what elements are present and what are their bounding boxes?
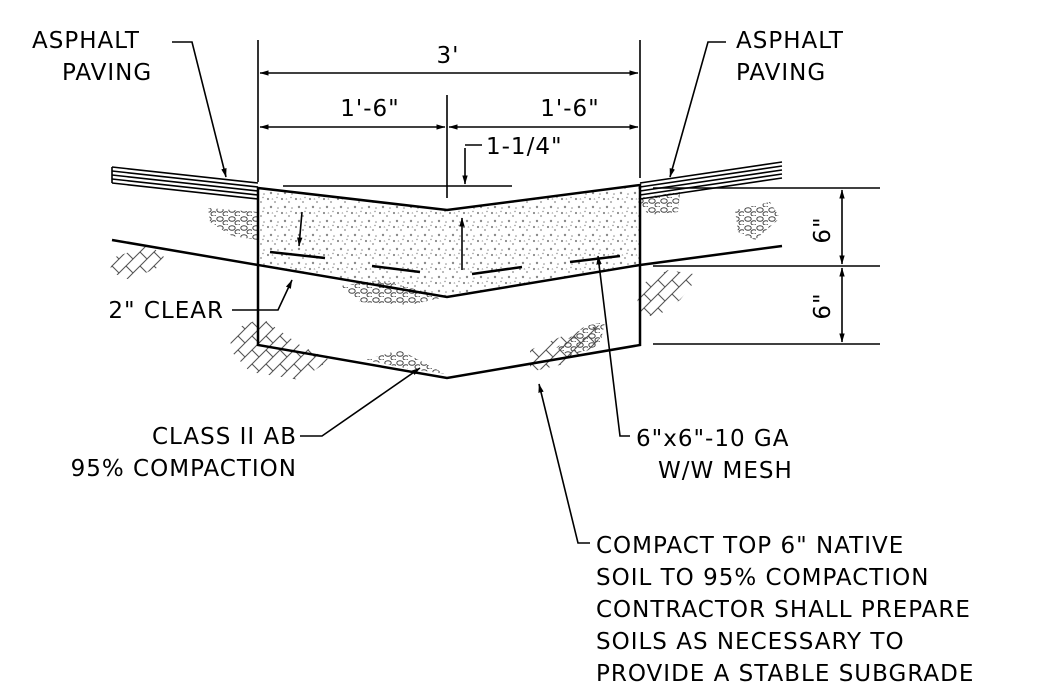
- asphalt-left-label-line2: PAVING: [62, 60, 152, 86]
- subgrade-line-right: [639, 244, 783, 267]
- aggregate-base-gravel: [208, 192, 780, 374]
- native-soil-note-line2: SOIL TO 95% COMPACTION: [596, 565, 929, 591]
- subgrade-line-left: [111, 238, 259, 267]
- asphalt-paving-right: [639, 161, 783, 200]
- mesh-callout: 6"x6"-10 GA W/W MESH: [596, 255, 793, 484]
- aggregate-base-label-line2: 95% COMPACTION: [71, 456, 297, 482]
- extension-lines: [257, 40, 880, 345]
- asphalt-left-label-line1: ASPHALT: [32, 28, 140, 54]
- dimension-total-width: 3': [259, 43, 639, 76]
- dimension-half-left-label: 1'-6": [340, 96, 399, 122]
- dimension-depression: 1-1/4": [459, 134, 563, 270]
- dimension-half-right-label: 1'-6": [540, 96, 599, 122]
- clear-cover-label: 2" CLEAR: [108, 298, 224, 324]
- dimension-slab-depth-label: 6": [810, 216, 836, 243]
- welded-wire-mesh: [269, 250, 621, 276]
- native-soil-note-line5: PROVIDE A STABLE SUBGRADE: [596, 661, 974, 687]
- native-soil-note-line3: CONTRACTOR SHALL PREPARE: [596, 597, 971, 623]
- mesh-label-line2: W/W MESH: [658, 458, 793, 484]
- asphalt-right-callout: ASPHALT PAVING: [669, 28, 844, 178]
- native-soil-note-line1: COMPACT TOP 6" NATIVE: [596, 533, 904, 559]
- native-soil-note-line4: SOILS AS NECESSARY TO: [596, 629, 905, 655]
- dimension-depths: 6" 6": [810, 189, 845, 343]
- dimension-total-label: 3': [437, 43, 460, 69]
- asphalt-paving-left: [111, 166, 259, 200]
- dimension-half-widths: 1'-6" 1'-6": [259, 96, 639, 130]
- aggregate-base-outline: [256, 265, 642, 380]
- asphalt-left-callout: ASPHALT PAVING: [32, 28, 227, 178]
- concrete-gutter-slab: [256, 183, 642, 299]
- dimension-base-depth-label: 6": [810, 292, 836, 319]
- clear-cover-callout: 2" CLEAR: [108, 211, 303, 324]
- aggregate-base-callout: CLASS II AB 95% COMPACTION: [71, 367, 421, 482]
- asphalt-right-label-line2: PAVING: [736, 60, 826, 86]
- asphalt-right-label-line1: ASPHALT: [736, 28, 844, 54]
- aggregate-base-label-line1: CLASS II AB: [152, 424, 297, 450]
- mesh-label-line1: 6"x6"-10 GA: [636, 426, 789, 452]
- dimension-depression-label: 1-1/4": [486, 134, 563, 160]
- native-soil-callout: COMPACT TOP 6" NATIVE SOIL TO 95% COMPAC…: [538, 383, 974, 687]
